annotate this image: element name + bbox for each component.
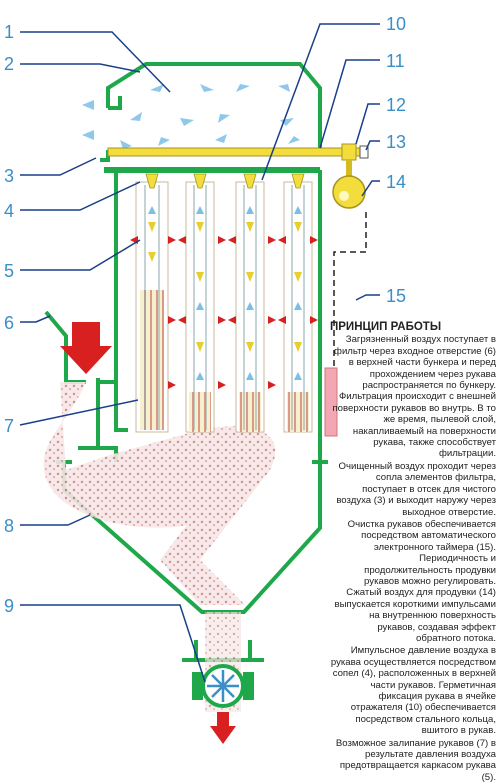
callout-3: 3	[4, 166, 14, 186]
air-flow-arrow-icon	[82, 84, 300, 149]
principle-paragraph: Импульсное давление воздуха в рукава осу…	[330, 645, 496, 737]
principle-text: ПРИНЦИП РАБОТЫ Загрязненный воздух посту…	[330, 321, 496, 784]
principle-paragraph: Очищенный воздух проходит через сопла эл…	[336, 460, 496, 518]
callout-1: 1	[4, 22, 14, 42]
inlet-arrow-icon	[60, 322, 112, 374]
bag-filter-diagram: 1 2 3 4 5 6 7 8 9 10 11 12 13 14 15	[4, 14, 406, 744]
callout-12: 12	[386, 95, 406, 115]
callout-8: 8	[4, 516, 14, 536]
callout-5: 5	[4, 261, 14, 281]
diaphragm-valve	[332, 175, 366, 209]
header-pipe	[107, 147, 361, 157]
callout-6: 6	[4, 313, 14, 333]
control-line	[333, 212, 367, 372]
callout-14: 14	[386, 172, 406, 192]
callout-7: 7	[4, 416, 14, 436]
callout-13: 13	[386, 132, 406, 152]
callout-2: 2	[4, 54, 14, 74]
callout-10: 10	[386, 14, 406, 34]
principle-paragraph: Загрязненный воздух поступает в фильтр ч…	[332, 334, 496, 460]
callout-leaders	[19, 23, 380, 683]
rotary-valve-icon	[192, 664, 254, 708]
housing-wall-left	[114, 170, 128, 432]
electronic-timer	[324, 367, 338, 437]
filter-bags	[130, 173, 318, 433]
tube-sheet	[104, 167, 320, 173]
clean-air-chamber	[106, 62, 322, 110]
callout-4: 4	[4, 201, 14, 221]
callout-9: 9	[4, 596, 14, 616]
dusty-air-stream	[43, 382, 276, 605]
callout-15: 15	[386, 286, 406, 306]
principle-title: ПРИНЦИП РАБОТЫ	[330, 321, 442, 333]
principle-paragraph: Возможное залипание рукавов (7) в резуль…	[335, 737, 496, 783]
outlet-arrow-icon	[210, 712, 236, 744]
callout-11: 11	[386, 51, 405, 71]
principle-paragraph: Очистка рукавов обеспечивается посредств…	[334, 518, 496, 644]
